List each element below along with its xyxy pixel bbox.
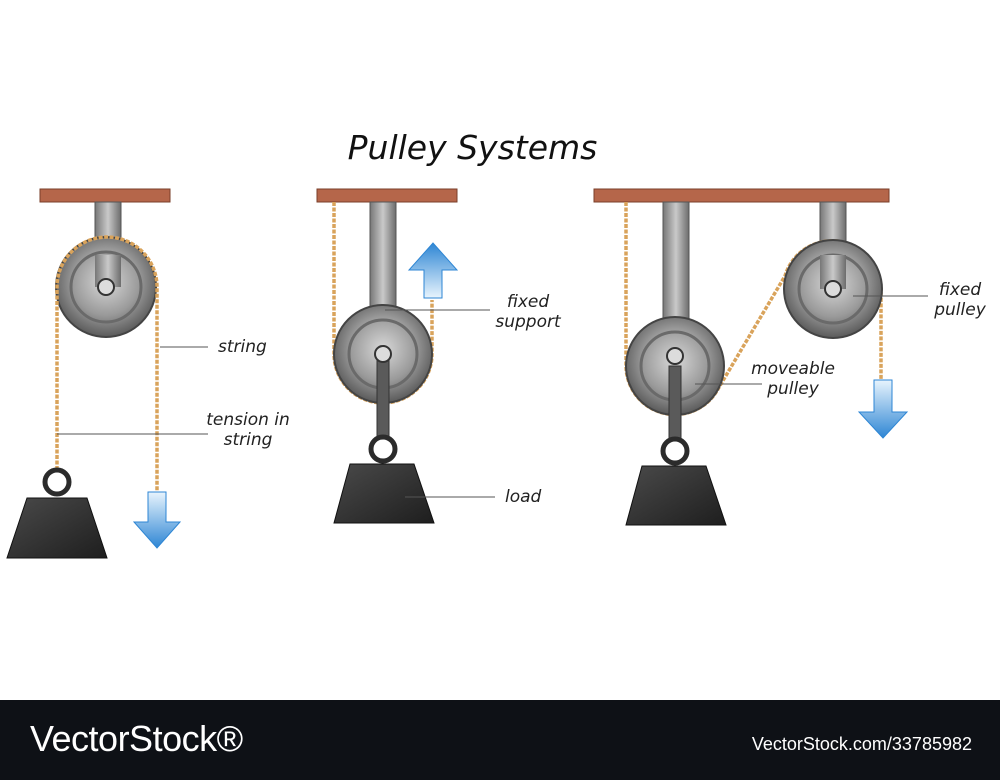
axle: [97, 278, 115, 296]
page-title: Pulley Systems: [347, 128, 598, 167]
diagram-canvas: [6, 188, 928, 559]
rope: [55, 235, 159, 495]
brand-logo: VectorStock®: [30, 718, 243, 759]
compound-pulley-system: [593, 188, 928, 526]
hook-ring: [660, 436, 690, 466]
ceiling-beam: [593, 188, 890, 203]
single-fixed-pulley-system: [6, 188, 208, 559]
axle: [666, 347, 684, 365]
weight: [6, 497, 108, 559]
label-moveable-pulley: moveable pulley: [751, 359, 835, 399]
weight: [625, 465, 727, 526]
label-string: string: [218, 337, 267, 357]
label-load: load: [505, 487, 542, 507]
fixed-axle: [824, 280, 842, 298]
down-arrow: [132, 491, 182, 549]
down-arrow: [857, 379, 909, 439]
pulley-wheel-inner: [69, 250, 143, 324]
single-moveable-pulley-system: [316, 188, 495, 524]
up-arrow: [407, 242, 459, 299]
weight: [333, 463, 435, 524]
hanger-bar: [668, 365, 682, 439]
ceiling-beam: [39, 188, 171, 203]
ceiling-beam: [316, 188, 458, 203]
label-tension-in-string: tension in string: [206, 410, 290, 450]
hook-ring: [42, 467, 72, 497]
hook-ring: [368, 434, 398, 464]
image-credit: VectorStock.com/33785982: [751, 734, 972, 754]
label-fixed-pulley: fixed pulley: [934, 280, 986, 320]
label-fixed-support: fixed support: [495, 292, 561, 332]
axle: [374, 345, 392, 363]
pulley-diagram: Pulley Systems: [6, 128, 986, 559]
hanger-bar: [376, 353, 390, 437]
watermark-footer: VectorStock® VectorStock.com/33785982: [0, 700, 1000, 780]
